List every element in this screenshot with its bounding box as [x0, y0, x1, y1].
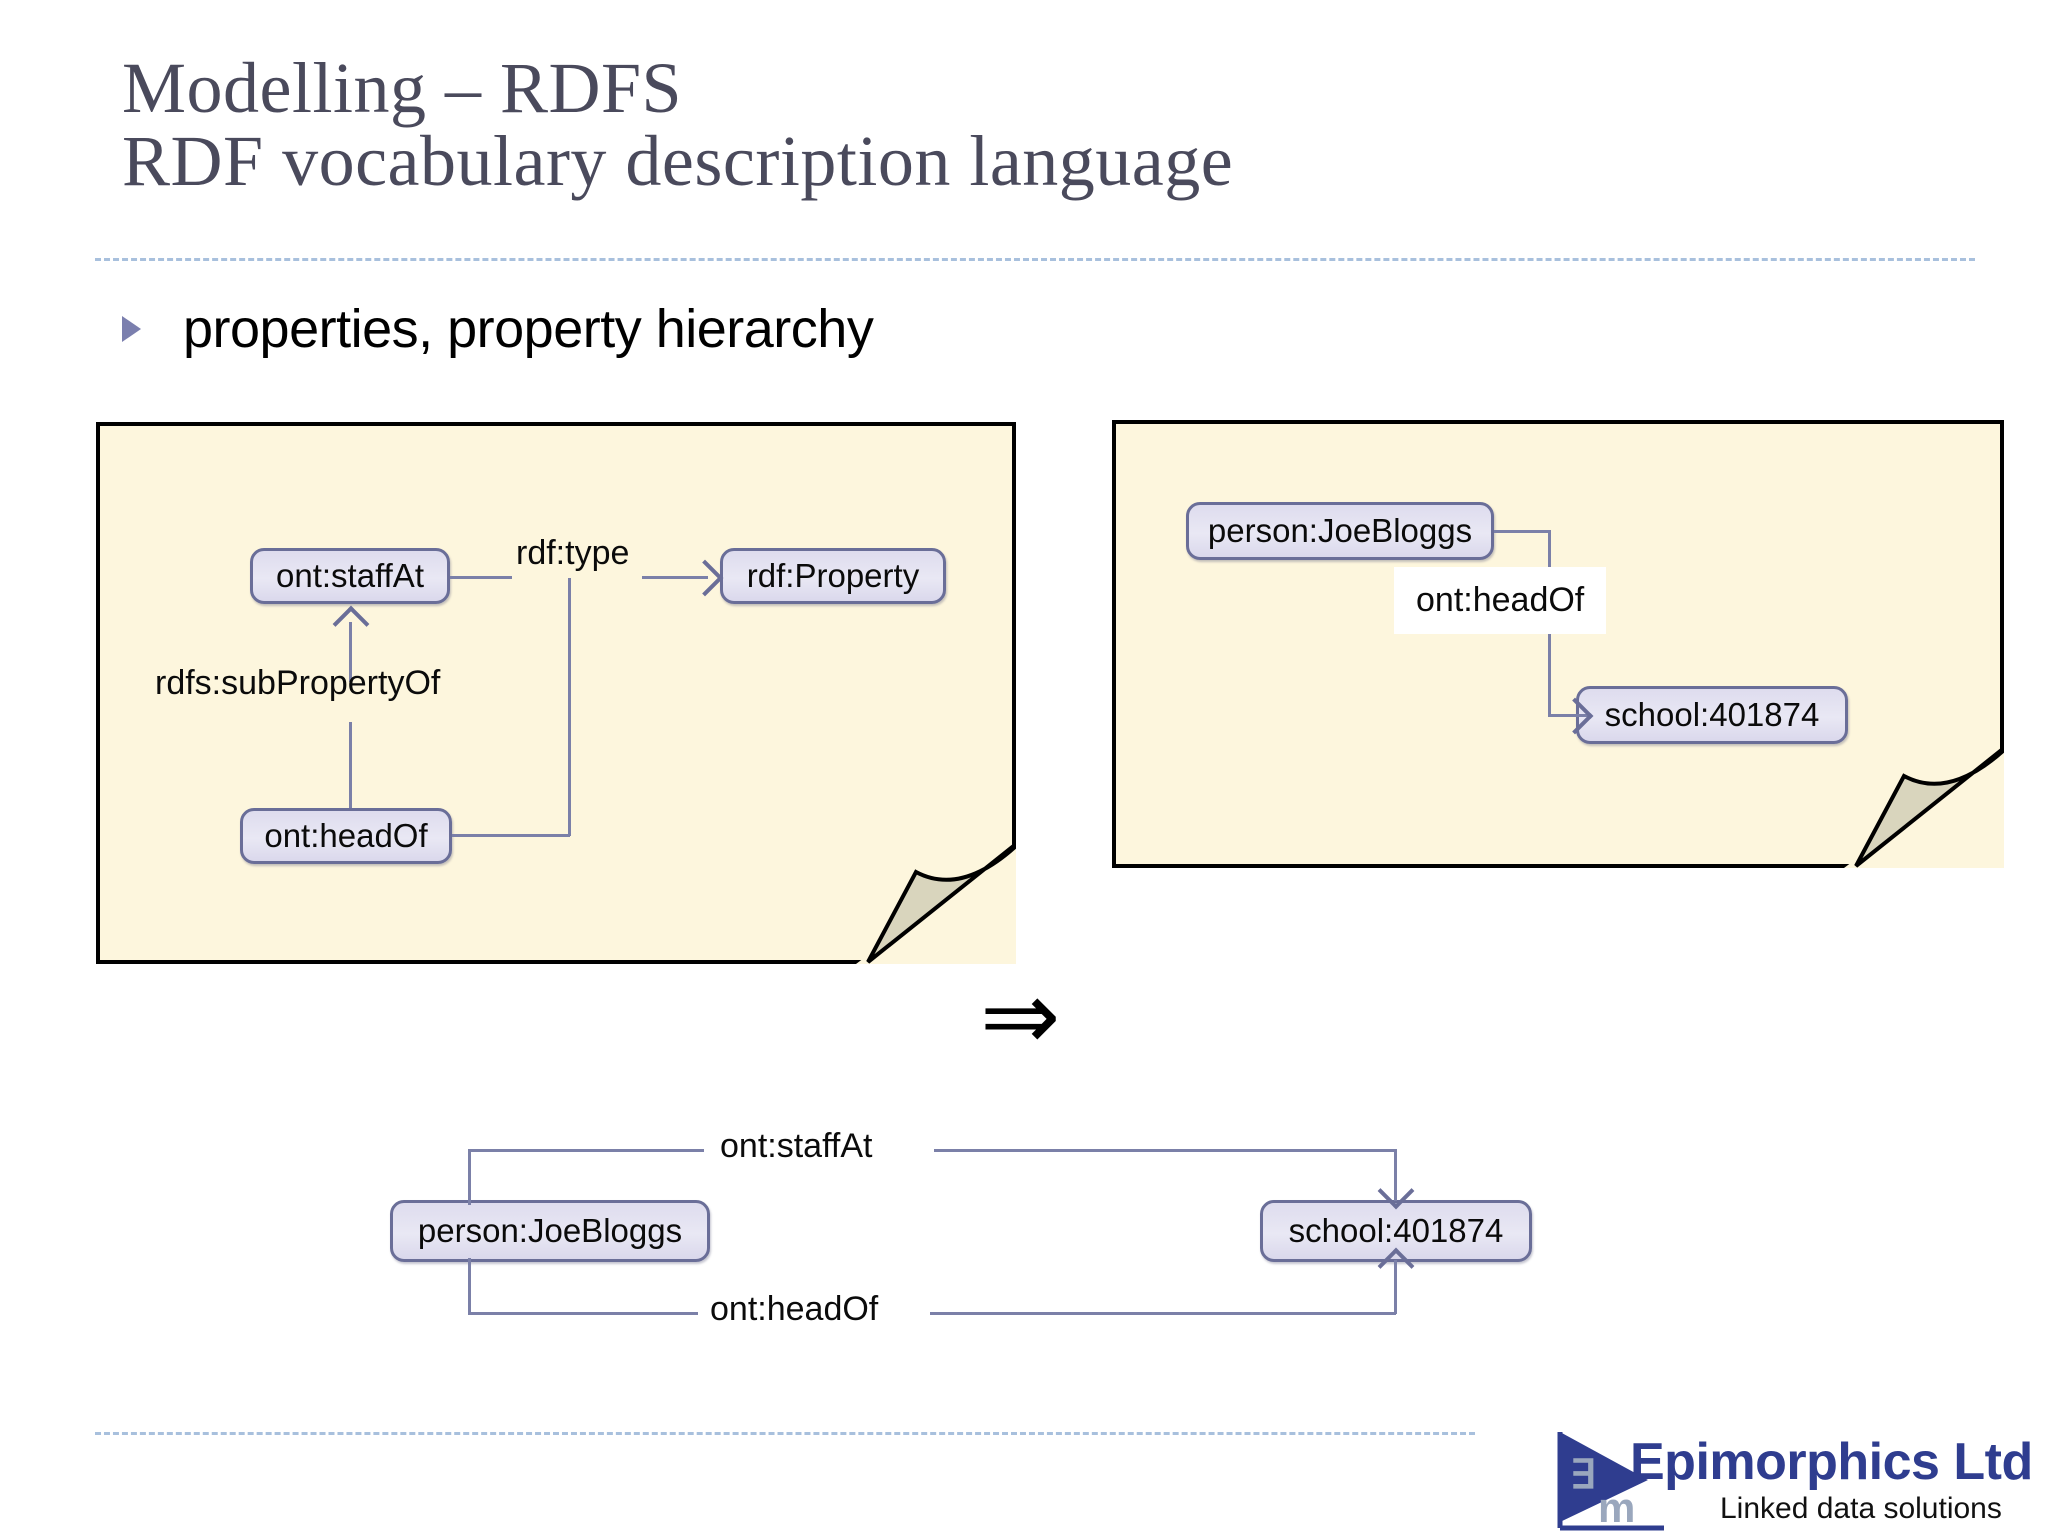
logo-tagline: Linked data solutions	[1720, 1492, 2002, 1525]
title-line-2: RDF vocabulary description language	[122, 121, 1234, 202]
entailed-triples-graph: person:JoeBloggs school:401874 ont:staff…	[380, 1120, 1532, 1340]
edge-line-staffat-left-v	[468, 1149, 471, 1205]
node-ont-staffat[interactable]: ont:staffAt	[250, 548, 450, 604]
edge-line-headof-elbow-v	[568, 578, 571, 836]
node-label: ont:headOf	[264, 817, 428, 854]
node-person-joebloggs[interactable]: person:JoeBloggs	[1186, 502, 1494, 560]
node-label: person:JoeBloggs	[1207, 512, 1473, 549]
triangle-bullet-icon	[122, 316, 141, 342]
bullet-label: properties, property hierarchy	[183, 299, 874, 359]
edge-label-ont-staffat: ont:staffAt	[720, 1127, 873, 1165]
svg-text:∃: ∃	[1570, 1453, 1595, 1497]
node-rdf-property[interactable]: rdf:Property	[720, 548, 946, 604]
edge-line-headof-top	[1494, 530, 1550, 533]
edge-line-subpropertyof-upper	[349, 622, 352, 682]
page-fold-icon	[1844, 748, 2004, 868]
edge-line-staffat-right-v	[1394, 1149, 1397, 1201]
node-label: school:401874	[1604, 696, 1820, 733]
edge-line-headof-left-h	[468, 1312, 698, 1315]
edge-line-type-property	[642, 576, 708, 579]
page-title: Modelling – RDFS RDF vocabulary descript…	[122, 48, 1922, 202]
edge-line-staffat-left-h	[468, 1149, 704, 1152]
edge-line-headof-elbow-h	[452, 834, 570, 837]
epimorphics-logo: ∃ m Epimorphics Ltd Linked data solution…	[1552, 1430, 2033, 1536]
node-school-401874[interactable]: school:401874	[1260, 1200, 1532, 1262]
edge-label-ont-headof: ont:headOf	[1394, 567, 1607, 634]
rdfs-schema-note: ont:staffAt rdf:Property ont:headOf rdf:…	[96, 422, 1016, 964]
footer-divider	[95, 1432, 1475, 1435]
edge-line-headof-right-h	[930, 1312, 1396, 1315]
node-label: ont:staffAt	[276, 557, 424, 594]
edge-line-headof-bottom	[1548, 714, 1588, 717]
edge-line-staffat-type	[450, 576, 512, 579]
arrowhead-right-rdf-property	[686, 559, 724, 597]
edge-label-ont-headof: ont:headOf	[710, 1290, 879, 1328]
arrowhead-up-ont-staffat	[332, 605, 370, 643]
node-label: rdf:Property	[746, 557, 920, 594]
implies-arrow-icon: ⇒	[980, 960, 1061, 1072]
title-divider	[95, 258, 1975, 261]
node-label: person:JoeBloggs	[417, 1212, 683, 1249]
edge-line-subpropertyof-lower	[349, 722, 352, 808]
edge-line-staffat-right-h	[934, 1149, 1396, 1152]
svg-text:m: m	[1598, 1484, 1635, 1531]
node-ont-headof[interactable]: ont:headOf	[240, 808, 452, 864]
page-fold-icon	[856, 844, 1016, 964]
epimorphics-mark-icon: ∃ m	[1557, 1432, 1664, 1531]
node-school-401874[interactable]: school:401874	[1576, 686, 1848, 744]
bullet-item: properties, property hierarchy	[122, 298, 874, 360]
instance-data-note: person:JoeBloggs school:401874 ont:headO…	[1112, 420, 2004, 868]
logo-company-name: Epimorphics Ltd	[1630, 1433, 2033, 1491]
edge-label-rdfs-subpropertyof: rdfs:subPropertyOf	[155, 664, 441, 702]
node-label: school:401874	[1288, 1212, 1504, 1249]
edge-line-headof-left-v	[468, 1258, 471, 1314]
title-line-1: Modelling – RDFS	[122, 48, 683, 128]
node-person-joebloggs[interactable]: person:JoeBloggs	[390, 1200, 710, 1262]
edge-line-headof-right-v	[1394, 1260, 1397, 1314]
